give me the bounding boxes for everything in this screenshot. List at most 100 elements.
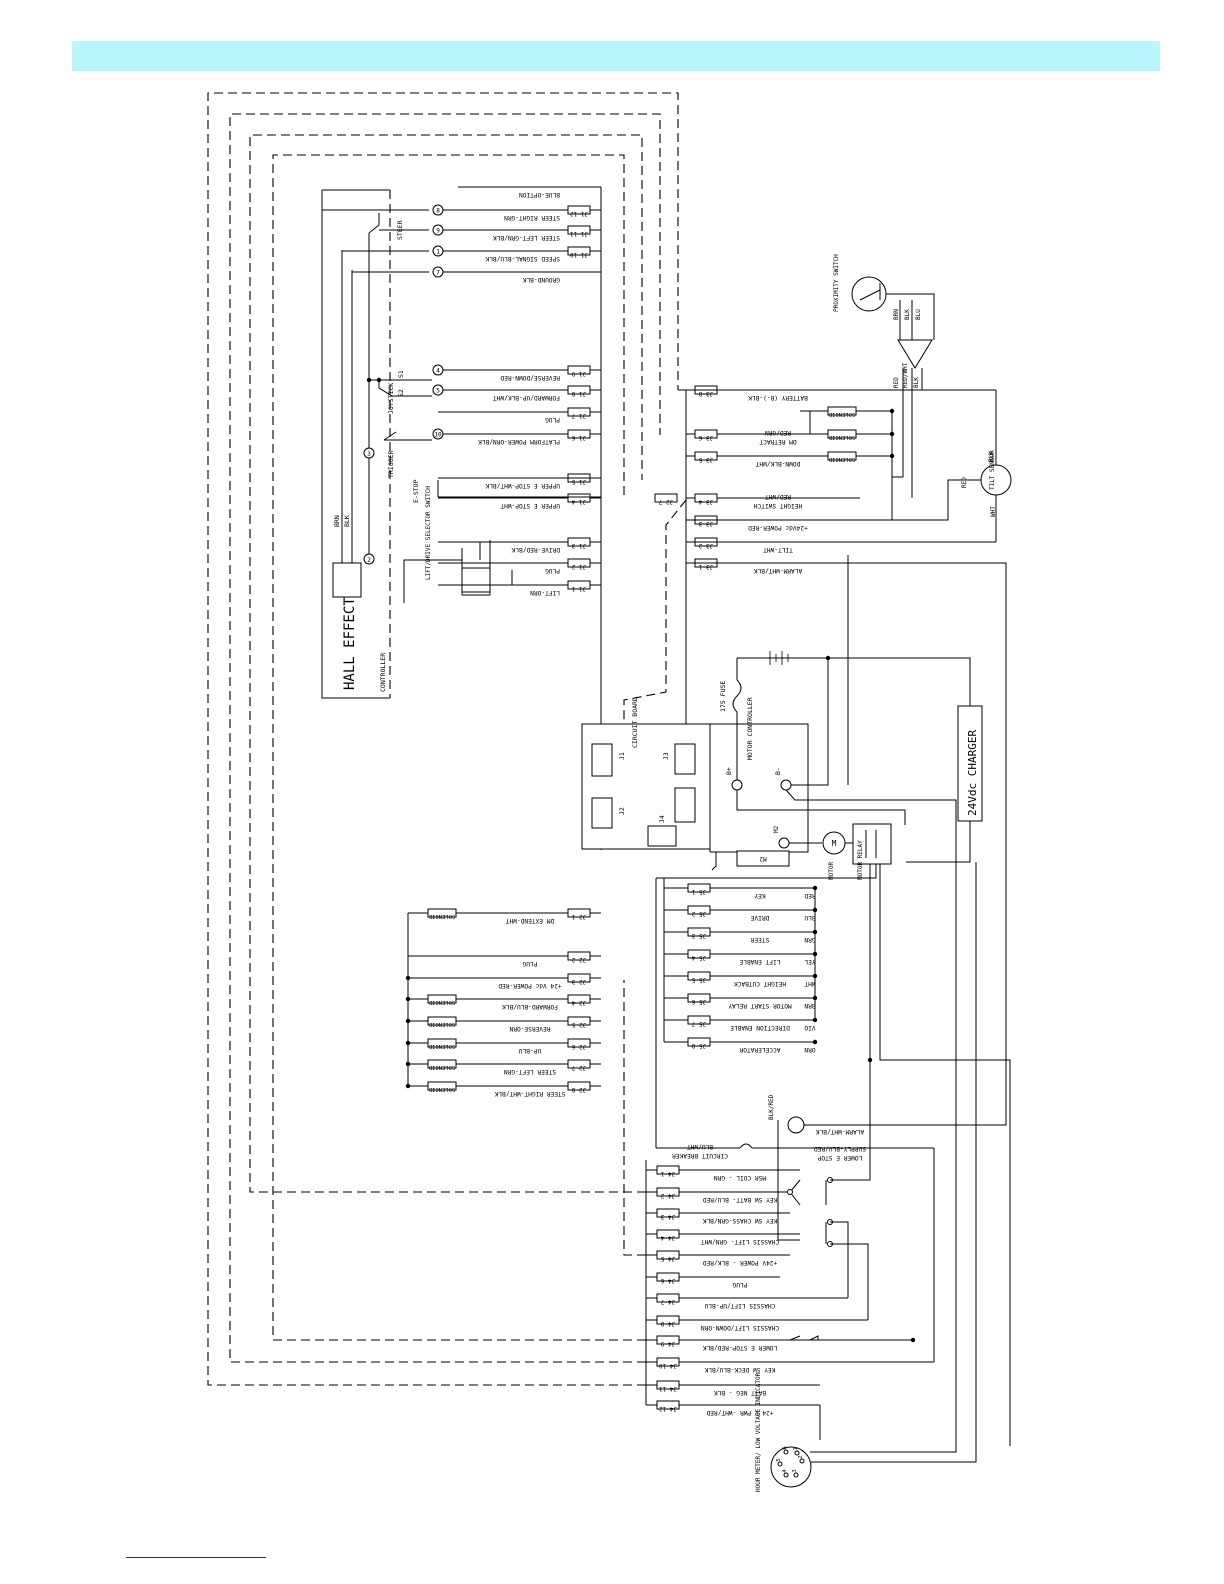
meter-pin-label: 5	[776, 1458, 782, 1461]
j2-label: FORWARD-BLU/BLK	[502, 1003, 558, 1010]
j4-pin	[656, 1250, 680, 1260]
j4-pin-label: J4-10	[659, 1362, 677, 1369]
b-minus-terminal	[780, 779, 792, 791]
prox-feed-redwht: RED/WHT	[902, 362, 909, 388]
j1-pin-label: J1-12	[570, 210, 588, 217]
j4-pin-label: J4-7	[660, 1298, 675, 1305]
j2-pin	[567, 951, 591, 961]
solenoid-label: SOLENOID	[429, 1086, 456, 1092]
motor-controller-label: MOTOR CONTROLLER	[746, 697, 754, 760]
j4-connector	[647, 825, 677, 847]
tilt-red	[686, 479, 981, 521]
j4-pin-label: J4-11	[659, 1385, 677, 1392]
j1-pin	[567, 493, 591, 503]
j3-pin-label: J3-4	[698, 498, 713, 505]
tilt-label: TILT SENSOR	[989, 450, 996, 490]
alarm-label: ALARM-WHT/BLK	[816, 1128, 865, 1135]
steer-switch	[368, 213, 380, 234]
tilt-sensor	[980, 464, 1012, 496]
terminal-num: 5	[436, 388, 440, 395]
j2-pin	[567, 1016, 591, 1026]
j1-pin-label: J1-6	[571, 434, 586, 441]
j1-pin-label: J1-7	[571, 412, 586, 419]
j2-label: +24 Vdc POWER-RED	[498, 982, 562, 989]
motor-controller-box	[710, 723, 809, 853]
terminal-num: 9	[436, 228, 440, 235]
j1-label: GROUND-BLK	[522, 276, 560, 283]
j3-connector-label: J3	[662, 752, 670, 760]
breaker-label: CIRCUIT BREAKER	[672, 1152, 728, 1159]
circuit-board	[581, 723, 711, 850]
j3-pin-label: J3-8	[698, 390, 713, 397]
meter-pin-label: 3	[792, 1469, 798, 1472]
j4-pin-label: J4-8	[660, 1320, 675, 1327]
j1-connector	[591, 743, 613, 777]
b-minus-label: B-	[774, 767, 782, 775]
motor-symbol: M	[832, 839, 837, 848]
j4-pin-label: J4-6	[660, 1277, 675, 1284]
j3-label: DM RETRACT	[759, 438, 797, 445]
terminal-num: 8	[436, 208, 440, 215]
j1-pin-label: J1-8	[571, 390, 586, 397]
j1-label: SPEED SIGNAL-BLU/BLK	[485, 255, 560, 262]
j5-pin	[687, 993, 711, 1003]
key-switch	[789, 1179, 827, 1244]
j1-pin	[567, 429, 591, 439]
j1-label: STEER LEFT-GRN/BLK	[493, 234, 560, 241]
j1-terminal	[432, 364, 444, 376]
selector-links	[479, 542, 513, 585]
alarm	[787, 1116, 805, 1134]
j5-label: DRIVE	[750, 914, 769, 921]
solenoid-label: SOLENOID	[829, 456, 856, 462]
b-minus-wire	[791, 658, 829, 786]
m2-block	[736, 850, 790, 867]
j3-pin	[694, 493, 718, 503]
j5-color: GRN	[804, 936, 815, 943]
m2-label: M2	[773, 825, 780, 833]
j5-color: YEL	[804, 958, 815, 965]
hall-sensor-block	[332, 562, 362, 598]
j2-pin	[567, 908, 591, 918]
meter-pin-label: 1	[793, 1447, 799, 1450]
j4-label: BATT NEG - BLK	[714, 1389, 766, 1396]
meter-feed-1	[811, 862, 977, 1463]
j2-pin	[567, 973, 591, 983]
s2-label: S2	[397, 389, 405, 397]
terminal-num: 1	[436, 249, 440, 256]
harness-loop-5	[623, 980, 646, 1256]
j5-pin-label: J5-3	[691, 932, 706, 939]
harness-loop-3	[249, 134, 646, 1193]
hour-meter	[770, 1446, 812, 1488]
j4-pin-label: J4-2	[660, 1192, 675, 1199]
j3-pin-label: J3-5	[698, 456, 713, 463]
j5-pin-label: J5-5	[691, 976, 706, 983]
j4-label: CHASSIS LIFT- GRN/WHT	[701, 1238, 780, 1245]
j4-pin	[656, 1400, 680, 1410]
j5-pin-label: J5-8	[691, 1042, 706, 1049]
j4-label: PLUG	[732, 1281, 747, 1288]
controller-subtitle: CONTROLLER	[379, 653, 387, 692]
breaker-symbol	[739, 1143, 753, 1149]
j3-connector	[674, 743, 696, 775]
motor-relay	[852, 823, 892, 865]
j2-pin	[567, 1038, 591, 1048]
j2-pin-label: J2-5	[571, 1021, 586, 1028]
j1-terminal	[432, 224, 444, 236]
j5-label: LIFT ENABLE	[739, 958, 780, 965]
j2-solenoid	[427, 1059, 457, 1069]
tilt-wire-wht: WHT	[990, 506, 997, 517]
j2-label: PLUG	[522, 960, 537, 967]
prox-wire-blk: BLK	[904, 309, 911, 320]
j1-pin-label: J1-10	[570, 251, 588, 258]
j2-pin-label: J2-1	[571, 913, 586, 920]
proximity-contact	[859, 283, 881, 301]
j2-label: STEER RIGHT-WHT/BLK	[494, 1090, 565, 1097]
footer-rule	[126, 1557, 266, 1558]
j4-label: KEY SW BATT- BLU/RED	[702, 1196, 777, 1203]
j2-pin-label: J2-8	[571, 1086, 586, 1093]
j3-label2: RED/GRN	[765, 429, 791, 436]
harness-loop-2	[229, 113, 661, 1363]
j1-pin	[567, 537, 591, 547]
battery-cells	[769, 651, 789, 665]
j5-top	[656, 864, 877, 879]
